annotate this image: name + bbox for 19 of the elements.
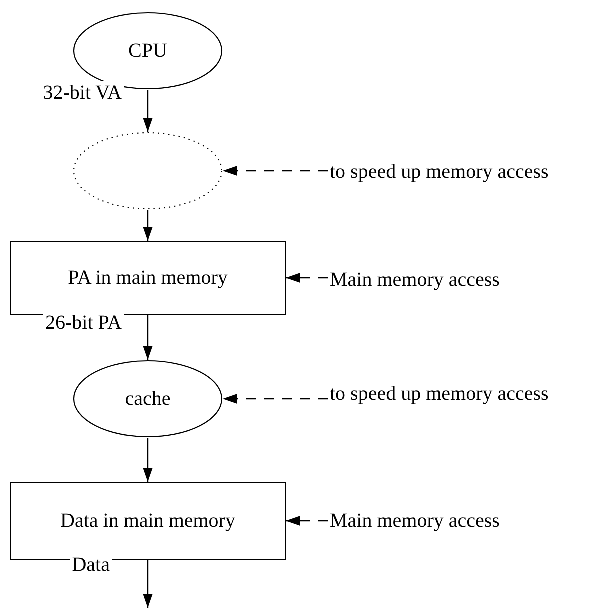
node-label: Data in main memory [60, 510, 236, 532]
arrow [143, 560, 153, 608]
node-label: CPU [128, 40, 168, 62]
annotation-text: Main memory access [330, 266, 500, 294]
arrow [143, 315, 153, 360]
arrow [143, 210, 153, 241]
arrow [143, 90, 153, 132]
node-label: PA in main memory [68, 266, 228, 290]
arrow [143, 438, 153, 482]
annotation-text: to speed up memory access [330, 380, 549, 408]
empty-ellipse [73, 132, 223, 210]
annotation-text: to speed up memory access [330, 158, 549, 186]
arrow [223, 394, 328, 404]
node-label: cache [125, 388, 171, 410]
arrow [223, 166, 328, 176]
process-ellipse [73, 360, 223, 438]
arrow [286, 516, 328, 526]
annotation-text: Main memory access [330, 507, 500, 535]
arrow [286, 273, 328, 283]
